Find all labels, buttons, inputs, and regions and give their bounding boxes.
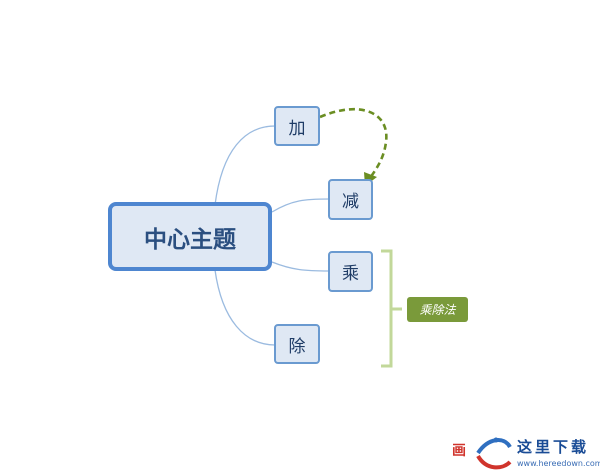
watermark-logo-icon bbox=[476, 437, 512, 470]
topic-subtract-label: 减 bbox=[342, 192, 359, 212]
summary-bracket[interactable] bbox=[381, 249, 402, 368]
central-topic[interactable]: 中心主题 bbox=[108, 202, 272, 271]
connector-multiply bbox=[271, 261, 330, 272]
connector-divide bbox=[214, 269, 276, 346]
topic-add-label: 加 bbox=[288, 118, 306, 139]
topic-subtract[interactable]: 减 bbox=[328, 179, 373, 220]
watermark-url: www.hereedown.com bbox=[517, 459, 600, 468]
central-topic-label: 中心主题 bbox=[144, 226, 236, 253]
connector-add bbox=[214, 125, 276, 206]
topic-multiply[interactable]: 乘 bbox=[328, 251, 373, 292]
watermark-title: 这里下载 bbox=[517, 438, 590, 456]
watermark-mark: 画 bbox=[452, 443, 466, 459]
connector-subtract bbox=[271, 198, 330, 213]
summary-label-text: 乘除法 bbox=[419, 303, 456, 317]
topic-multiply-label: 乘 bbox=[342, 264, 359, 284]
topic-divide-label: 除 bbox=[288, 336, 306, 357]
summary-label[interactable]: 乘除法 bbox=[407, 297, 468, 322]
topic-add[interactable]: 加 bbox=[274, 106, 320, 146]
topic-divide[interactable]: 除 bbox=[274, 324, 320, 364]
relationship-arrow[interactable] bbox=[319, 108, 388, 179]
